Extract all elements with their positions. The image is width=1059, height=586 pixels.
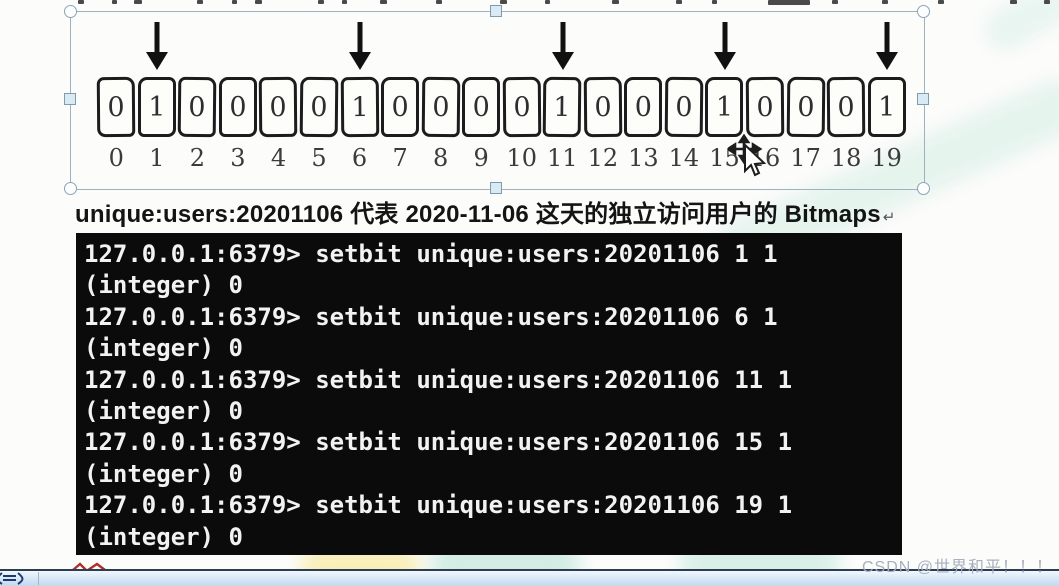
bitmap-cells-row[interactable]: 0 1 0 0 0 0 1 0 0 0 0 1 0 0 0 1 0 0 0 1 <box>96 76 907 138</box>
bit-cell: 1 <box>867 77 906 137</box>
bit-cell: 1 <box>542 76 582 138</box>
app-logo-icon[interactable] <box>0 571 30 586</box>
selection-handle-left-middle[interactable] <box>64 93 76 105</box>
bit-cell: 0 <box>786 76 825 138</box>
bit-cell: 0 <box>462 77 501 137</box>
paragraph-return-mark: ↵ <box>882 209 896 226</box>
terminal-line: 127.0.0.1:6379> setbit unique:users:2020… <box>84 428 793 457</box>
index-label: 0 <box>108 144 124 172</box>
index-label: 13 <box>628 144 659 172</box>
selection-handle-bottom-middle[interactable] <box>490 182 502 194</box>
pointer-cursor-icon <box>744 142 767 177</box>
bit-cell: 1 <box>705 77 744 137</box>
index-label: 19 <box>871 144 902 172</box>
bit-cell: 0 <box>502 76 541 138</box>
bit-cell: 0 <box>178 76 217 138</box>
bit-cell: 0 <box>381 77 420 137</box>
index-label: 17 <box>790 144 821 172</box>
terminal-line: (integer) 0 <box>84 397 243 426</box>
index-label: 2 <box>189 144 205 172</box>
index-label: 9 <box>473 144 489 172</box>
bit-cell: 0 <box>421 76 460 138</box>
down-arrow-icon <box>146 22 168 70</box>
index-label: 5 <box>311 144 327 172</box>
mouse-cursor <box>728 133 767 177</box>
terminal-line: (integer) 0 <box>84 334 243 363</box>
index-label: 14 <box>668 144 700 172</box>
red-annotation-artifact <box>72 562 107 572</box>
caption-label: unique:users:20201106 代表 2020-11-06 这天的独… <box>75 201 881 228</box>
selection-handle-top-middle[interactable] <box>490 5 502 17</box>
redis-terminal: 127.0.0.1:6379> setbit unique:users:2020… <box>76 233 902 555</box>
terminal-line: 127.0.0.1:6379> setbit unique:users:2020… <box>84 240 778 268</box>
terminal-line: (integer) 0 <box>84 271 243 300</box>
bit-cell: 0 <box>218 77 257 137</box>
down-arrow-icon <box>714 22 736 70</box>
selection-handle-top-right[interactable] <box>917 5 930 18</box>
bit-cell: 0 <box>664 76 704 138</box>
selection-handle-bottom-right[interactable] <box>917 182 930 195</box>
selection-handle-top-left[interactable] <box>64 5 77 18</box>
down-arrow-icon <box>552 22 574 70</box>
bit-cell: 0 <box>624 77 663 137</box>
index-label: 4 <box>270 144 287 172</box>
bit-cell: 0 <box>745 76 785 138</box>
index-label: 6 <box>351 144 368 172</box>
bit-cell: 1 <box>340 76 379 138</box>
index-label: 10 <box>506 144 538 172</box>
bit-cell: 0 <box>259 76 298 138</box>
terminal-line: 127.0.0.1:6379> setbit unique:users:2020… <box>84 302 778 331</box>
bit-cell: 0 <box>583 76 623 138</box>
index-label: 3 <box>230 144 246 172</box>
terminal-line: (integer) 0 <box>84 522 243 551</box>
down-arrow-icon <box>876 22 898 70</box>
bit-cell: 0 <box>97 76 136 138</box>
caption-text: unique:users:20201106 代表 2020-11-06 这天的独… <box>75 194 896 229</box>
selection-handle-bottom-left[interactable] <box>64 182 77 195</box>
index-label: 18 <box>830 144 862 172</box>
terminal-line: 127.0.0.1:6379> setbit unique:users:2020… <box>84 491 793 520</box>
selection-handle-right-middle[interactable] <box>917 93 929 105</box>
bit-cell: 0 <box>826 76 866 138</box>
status-bar[interactable] <box>0 569 1059 586</box>
terminal-line: (integer) 0 <box>84 459 243 488</box>
bit-cell: 0 <box>299 76 339 138</box>
bit-cell: 1 <box>137 77 176 137</box>
index-label: 8 <box>433 144 449 172</box>
index-label: 7 <box>392 144 408 172</box>
bitmap-index-labels: 0 1 2 3 4 5 6 7 8 9 10 11 12 13 14 15 16… <box>96 144 907 172</box>
index-label: 1 <box>149 144 165 172</box>
index-label: 12 <box>587 144 619 172</box>
terminal-line: 127.0.0.1:6379> setbit unique:users:2020… <box>84 365 793 394</box>
background-watermark-blob <box>978 0 1059 58</box>
status-bar-separator <box>38 572 39 585</box>
down-arrow-icon <box>349 22 371 70</box>
csdn-watermark: CSDN @世界和平！！！ <box>861 559 1053 576</box>
index-label: 11 <box>547 144 578 172</box>
